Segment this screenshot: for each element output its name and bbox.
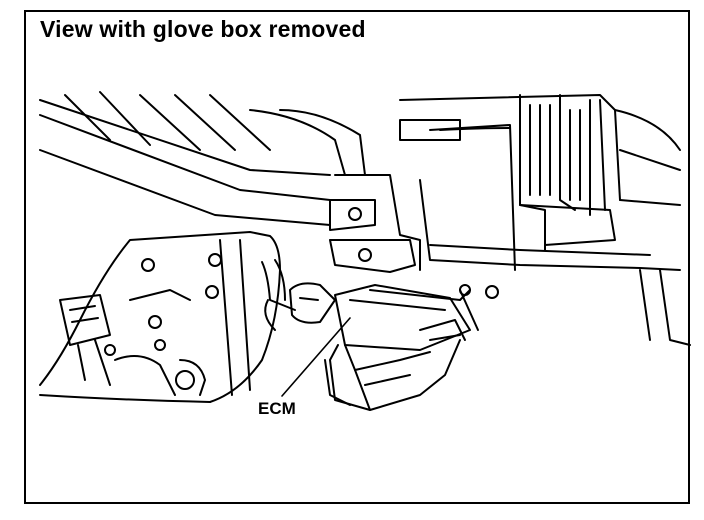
mount-bracket [329, 174, 421, 273]
diagram-frame [24, 10, 690, 504]
dash-upper-lines [39, 91, 366, 226]
ecm-callout-label: ECM [258, 399, 296, 418]
cutaway-outline [39, 231, 281, 403]
ecm-unit [324, 284, 499, 411]
harness-area [59, 239, 251, 396]
heater-housing [399, 94, 691, 346]
diagram-title: View with glove box removed [40, 16, 366, 42]
ecm-leader-line [281, 317, 351, 397]
connector-pipe [261, 259, 336, 331]
